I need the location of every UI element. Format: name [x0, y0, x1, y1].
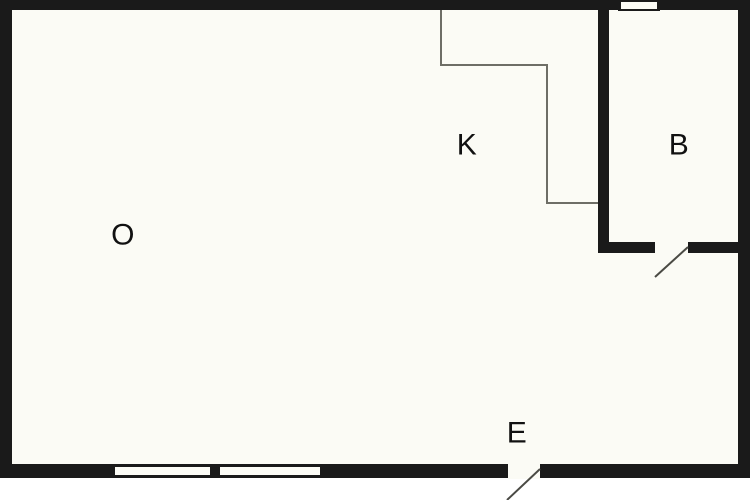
wall-bathroom-left [598, 0, 609, 253]
room-label-o: O [111, 219, 135, 252]
door-entrance [506, 463, 541, 500]
wall-bathroom-bottom-right [688, 242, 738, 253]
interior-floor [10, 8, 740, 466]
window-bottom-center [218, 465, 322, 477]
room-label-b: B [669, 129, 690, 162]
room-label-e: E [507, 417, 528, 450]
door-bathroom [654, 242, 689, 278]
wall-outer-bottom [0, 464, 750, 478]
room-label-k: K [457, 129, 478, 162]
wall-outer-bottom-shadow [0, 478, 750, 500]
wall-outer-top [0, 0, 750, 10]
partition-kitchen-outline [440, 10, 598, 204]
window-bottom-left [113, 465, 212, 477]
wall-bathroom-bottom-left [598, 242, 655, 253]
window-top-bathroom [618, 0, 660, 11]
wall-outer-right [738, 0, 750, 500]
wall-outer-left [0, 0, 12, 500]
